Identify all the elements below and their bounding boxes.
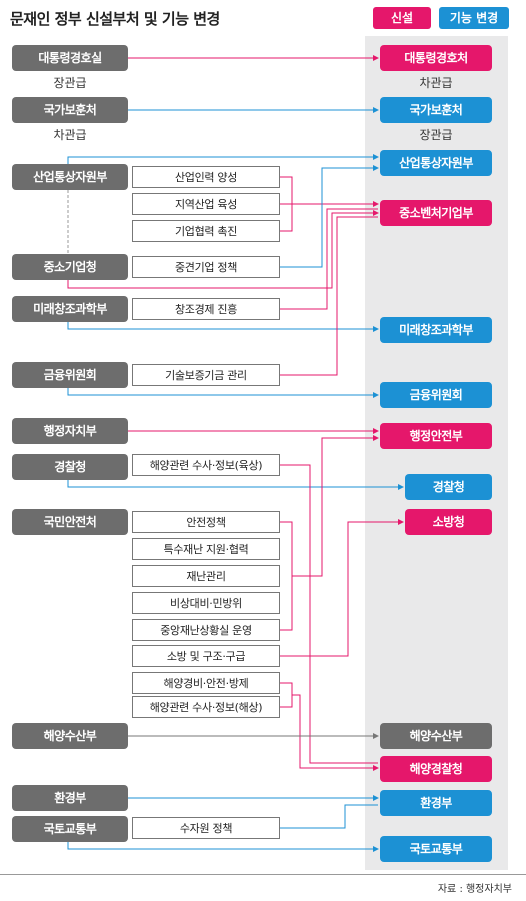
left-box-police: 경찰청 (12, 454, 128, 480)
function-box: 재난관리 (132, 565, 280, 587)
left-box-molit: 국토교통부 (12, 816, 128, 842)
function-box: 소방 및 구조·구급 (132, 645, 280, 667)
right-box-fire: 소방청 (405, 509, 492, 535)
line-maritime-land (280, 464, 378, 764)
function-box: 해양경비·안전·방제 (132, 672, 280, 694)
line-motie (67, 154, 379, 164)
source-note: 자료 : 행정자치부 (437, 884, 512, 895)
function-box: 비상대비·민방위 (132, 592, 280, 614)
line-msip (67, 322, 379, 332)
left-box-mpss: 국민안전처 (12, 509, 128, 535)
function-box: 산업인력 양성 (132, 166, 280, 188)
line-kibo (280, 216, 378, 376)
left-box-fsc: 금융위원회 (12, 362, 128, 388)
right-sub-rank-2: 장관급 (419, 128, 453, 142)
line-safety-functions (280, 438, 378, 631)
line-industry-functions (280, 176, 378, 232)
right-sub-rank-1: 차관급 (419, 76, 453, 90)
line-molit (67, 842, 379, 852)
left-box-sme: 중소기업청 (12, 254, 128, 280)
line-fsc (67, 388, 379, 398)
right-box-mof: 해양수산부 (380, 723, 492, 749)
function-box: 안전정책 (132, 511, 280, 533)
function-box: 해양관련 수사·정보(육상) (132, 454, 280, 476)
footer-divider (0, 874, 526, 875)
left-box-motie: 산업통상자원부 (12, 164, 128, 190)
left-sub-rank-1: 장관급 (53, 76, 87, 90)
function-box: 기업협력 촉진 (132, 220, 280, 242)
right-box-presidential-security-service: 대통령경호처 (380, 45, 492, 71)
left-box-env: 환경부 (12, 785, 128, 811)
right-box-fsc: 금융위원회 (380, 382, 492, 408)
left-box-presidential-security: 대통령경호실 (12, 45, 128, 71)
line-sme (67, 210, 379, 289)
line-police (67, 480, 404, 490)
function-box: 특수재난 지원·협력 (132, 538, 280, 560)
line-creative (280, 208, 378, 310)
right-box-coastguard: 해양경찰청 (380, 756, 492, 782)
function-box: 해양관련 수사·정보(해상) (132, 696, 280, 718)
right-box-police: 경찰청 (405, 474, 492, 500)
left-sub-rank-2: 차관급 (53, 128, 87, 142)
function-box: 중견기업 정책 (132, 256, 280, 278)
left-box-msip: 미래창조과학부 (12, 296, 128, 322)
function-box: 수자원 정책 (132, 817, 280, 839)
right-box-motie: 산업통상자원부 (380, 150, 492, 176)
line-fire (280, 519, 404, 657)
legend-new: 신설 (373, 7, 431, 29)
legend-changed: 기능 변경 (439, 7, 509, 29)
left-box-mois: 행정자치부 (12, 418, 128, 444)
function-box: 창조경제 진흥 (132, 298, 280, 320)
line-water (280, 804, 378, 829)
left-box-veterans: 국가보훈처 (12, 97, 128, 123)
right-box-veterans: 국가보훈처 (380, 97, 492, 123)
right-box-mss: 중소벤처기업부 (380, 200, 492, 226)
function-box: 기술보증기금 관리 (132, 364, 280, 386)
line-coastguard (280, 682, 378, 768)
left-box-mof: 해양수산부 (12, 723, 128, 749)
right-box-env: 환경부 (380, 790, 492, 816)
page-title: 문재인 정부 신설부처 및 기능 변경 (10, 10, 220, 28)
right-box-mois-new: 행정안전부 (380, 423, 492, 449)
line-midsize (280, 165, 379, 268)
right-box-msip: 미래창조과학부 (380, 317, 492, 343)
function-box: 지역산업 육성 (132, 193, 280, 215)
right-box-molit: 국토교통부 (380, 836, 492, 862)
function-box: 중앙재난상황실 운영 (132, 619, 280, 641)
